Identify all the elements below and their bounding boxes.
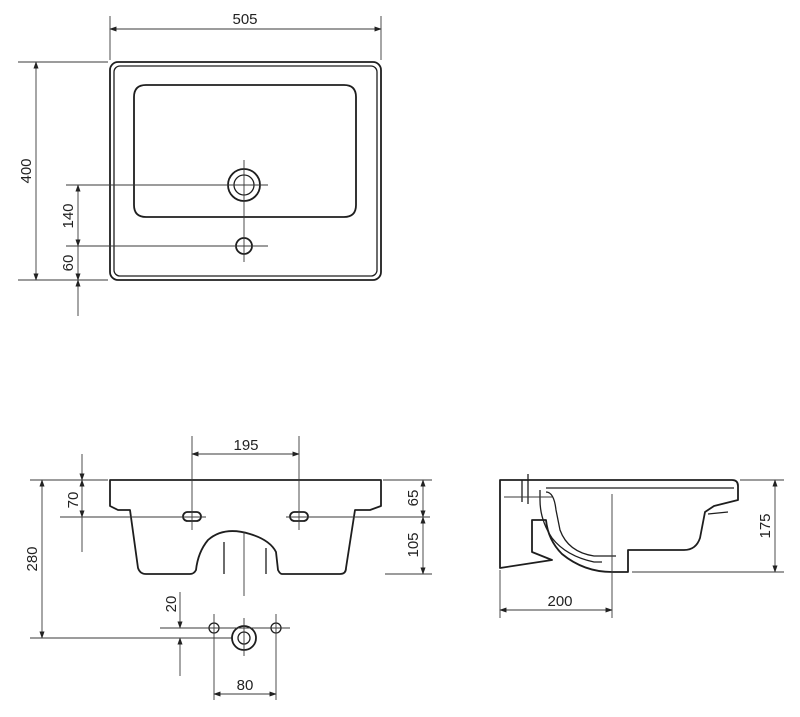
side-view: 200 175	[499, 474, 784, 618]
top-view: 505 400 140 60	[18, 11, 382, 316]
dim-depth-label: 400	[18, 158, 35, 183]
dim-width-label: 505	[232, 11, 257, 28]
dim-tap-offset-label: 60	[60, 255, 77, 272]
dim-drain-drop-label: 20	[163, 596, 180, 613]
dim-side-height-label: 175	[757, 513, 774, 538]
dim-hole-height-label: 70	[65, 492, 82, 509]
front-view-drain-stub	[223, 542, 267, 574]
dim-holes-spacing-label: 195	[233, 437, 258, 454]
top-view-outer-rim	[109, 61, 382, 281]
top-view-bowl	[133, 84, 357, 218]
dim-projection-label: 200	[547, 593, 572, 610]
side-view-bowl-curve	[545, 491, 616, 557]
front-view-body	[109, 479, 382, 575]
side-view-overflow	[539, 490, 602, 563]
top-view-inner-rim	[113, 65, 378, 277]
dim-drain-spacing-label: 80	[237, 677, 254, 694]
dim-drain-offset-label: 140	[60, 203, 77, 228]
front-view: 195 280 70 65 105 20 80	[24, 436, 432, 700]
side-view-body	[499, 479, 739, 573]
dim-total-height-label: 280	[24, 546, 41, 571]
dim-bowl-depth-label: 105	[405, 532, 422, 557]
dim-rim-height-label: 65	[405, 490, 422, 507]
side-view-rim	[546, 487, 734, 515]
